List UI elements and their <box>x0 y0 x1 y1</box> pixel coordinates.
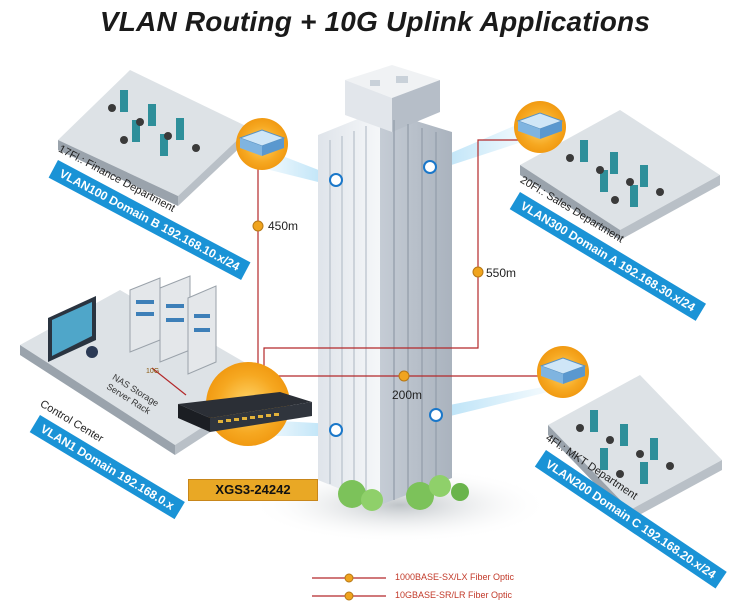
core-switch <box>178 362 312 446</box>
beam-sales <box>430 120 528 172</box>
distance-label-mkt: 200m <box>392 388 423 402</box>
link-sales <box>263 139 528 380</box>
bushes <box>338 475 469 511</box>
switch-mkt <box>537 346 589 398</box>
page-title: VLAN Routing + 10G Uplink Applications <box>99 6 651 37</box>
beam-mkt <box>434 386 548 420</box>
distance-label-finance: 450m <box>268 219 299 233</box>
ground-shadow <box>250 467 550 543</box>
sales-floor <box>520 110 720 240</box>
legend-label-1g: 1000BASE-SX/LX Fiber Optic <box>395 572 515 582</box>
model-label: XGS3-24242 <box>188 479 318 501</box>
server-link-badge: 10G <box>146 368 160 375</box>
tower-ports <box>329 160 443 437</box>
legend-lines <box>312 573 386 601</box>
link-server <box>151 367 187 396</box>
switch-sales <box>514 101 566 153</box>
link-badges <box>252 220 484 382</box>
switch-finance <box>236 118 288 170</box>
finance-floor <box>58 70 250 206</box>
office-tower <box>318 65 452 505</box>
distance-label-sales: 550m <box>486 266 517 280</box>
legend-label-10g: 10GBASE-SR/LR Fiber Optic <box>395 590 513 600</box>
server-rack <box>129 275 217 375</box>
